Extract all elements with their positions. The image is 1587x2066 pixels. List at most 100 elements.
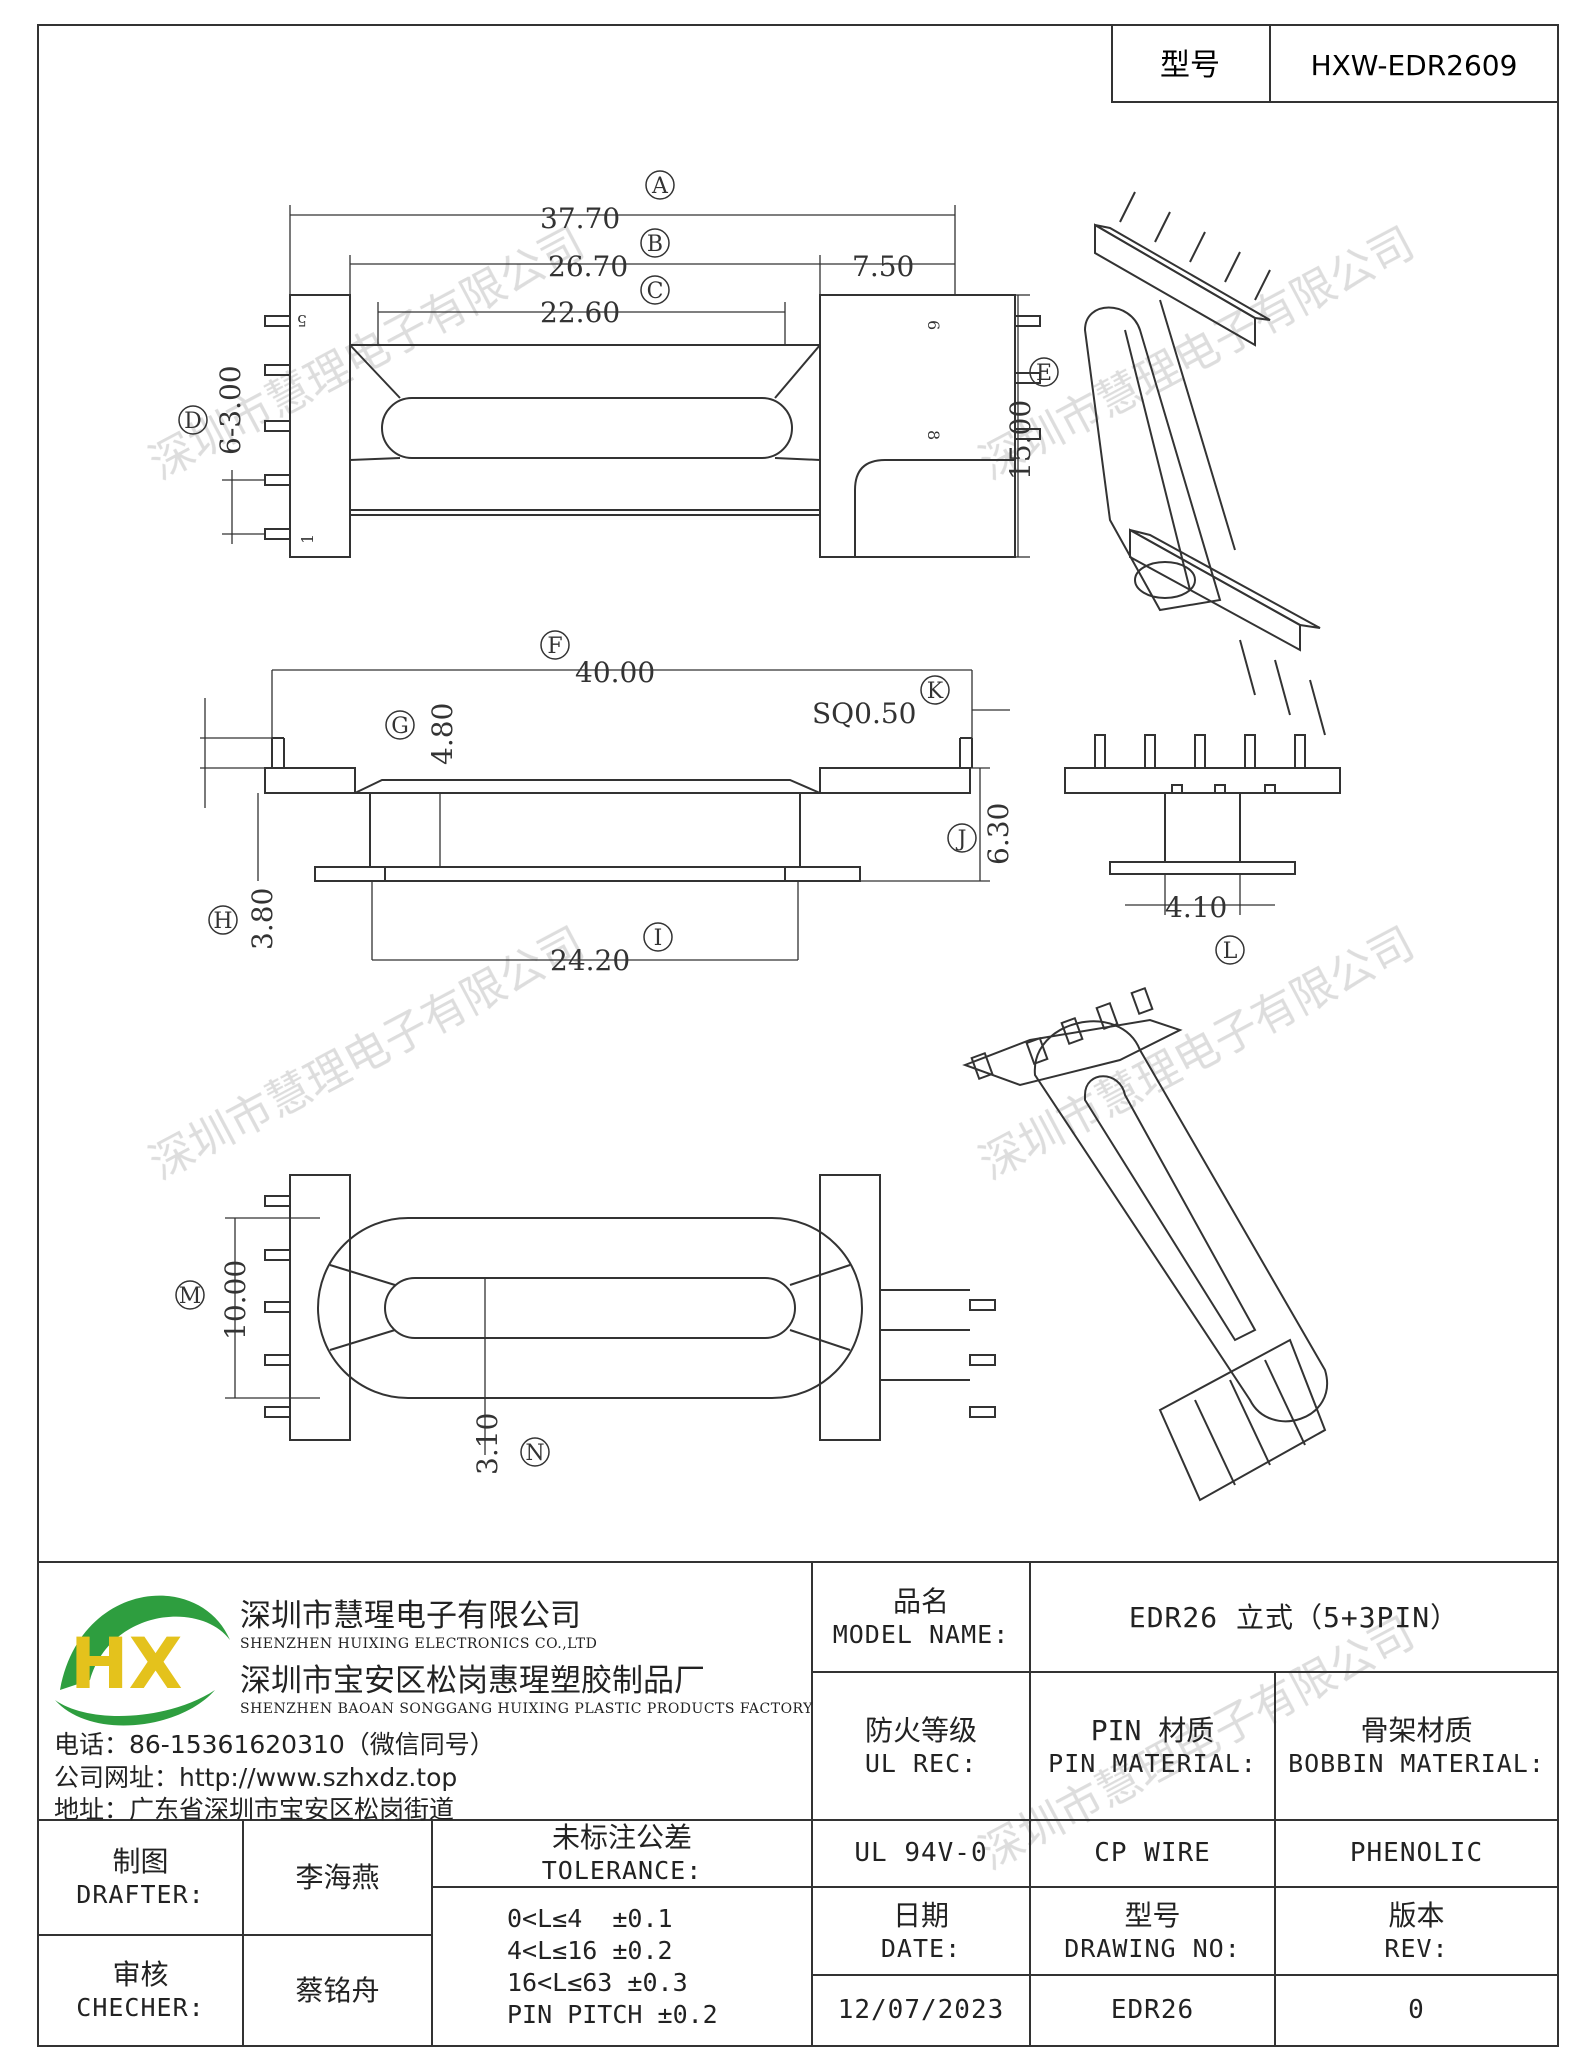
end-view: [1064, 734, 1341, 875]
svg-text:I: I: [654, 926, 663, 951]
ul-rec-label: 防火等级 UL REC:: [864, 1713, 978, 1778]
callout-C: C: [640, 275, 670, 305]
pin-material-value: CP WIRE: [1094, 1838, 1211, 1869]
title-block-grid: [38, 1561, 1558, 2046]
callout-E: E: [1029, 357, 1059, 387]
top-view-dim-text: 37.70 26.70 7.50 22.60 15.00 6-3.00: [214, 202, 1037, 480]
checker-name: 蔡铭舟: [295, 1974, 380, 2007]
callout-J: J: [947, 823, 977, 853]
dim-B: 26.70: [548, 250, 628, 283]
svg-text:F: F: [547, 634, 562, 659]
callout-L: L: [1215, 935, 1245, 965]
svg-text:D: D: [184, 409, 202, 434]
rev-label: 版本 REV:: [1384, 1898, 1449, 1963]
dim-N: 3.10: [471, 1413, 504, 1475]
isometric-view-bottom: [962, 986, 1328, 1502]
header-model-label: 型号: [1160, 48, 1220, 83]
svg-text:L: L: [1223, 939, 1238, 964]
bobbin-material-label: 骨架材质 BOBBIN MATERIAL:: [1288, 1713, 1545, 1778]
callout-N: N: [520, 1437, 550, 1467]
date-value: 12/07/2023: [837, 1995, 1005, 2026]
side-view-dim-text: 40.00 SQ0.50 4.80 3.80 24.20 6.30: [246, 656, 1015, 977]
pin-material-label: PIN 材质 PIN MATERIAL:: [1048, 1713, 1257, 1778]
callout-H: H: [208, 905, 238, 935]
company-logo: HX: [55, 1595, 230, 1726]
side-view-dimensions: [200, 669, 1010, 961]
top-view: [264, 294, 1041, 558]
svg-text:K: K: [927, 679, 944, 704]
rev-value: 0: [1408, 1995, 1425, 2026]
callout-M: M: [175, 1280, 205, 1310]
pin-labels: 5 1 6 8: [297, 311, 943, 544]
dim-B2: 7.50: [852, 250, 914, 283]
dim-G: 4.80: [426, 703, 459, 765]
tolerance-row: 16<L≤63 ±0.3: [507, 1967, 688, 1997]
logo-text: HX: [70, 1623, 183, 1705]
date-label: 日期 DATE:: [880, 1898, 962, 1963]
callout-I: I: [643, 922, 673, 952]
bottom-view-dim-text: 10.00 3.10: [219, 1260, 504, 1475]
factory-name-en: SHENZHEN BAOAN SONGGANG HUIXING PLASTIC …: [240, 1701, 813, 1717]
dim-J: 6.30: [982, 803, 1015, 865]
svg-text:B: B: [647, 232, 663, 257]
dim-C: 22.60: [540, 296, 620, 329]
svg-text:E: E: [1036, 361, 1052, 386]
tolerance-row: 0<L≤4 ±0.1: [507, 1903, 673, 1933]
bobbin-material-value: PHENOLIC: [1349, 1838, 1484, 1869]
watermark-text: 深圳市慧理电子有限公司: [141, 917, 592, 1189]
callouts: A B C D E F G H I J K L M N: [175, 170, 1245, 1467]
pin-label-6: 6: [924, 320, 943, 330]
bottom-view-dimensions: [225, 1217, 486, 1455]
dim-M: 10.00: [219, 1260, 252, 1340]
isometric-view-top: [1083, 191, 1326, 736]
model-name-label: 品名 MODEL NAME:: [832, 1584, 1010, 1649]
svg-text:C: C: [647, 279, 664, 304]
svg-text:J: J: [956, 827, 967, 852]
sheet-border: [37, 24, 1559, 2047]
callout-K: K: [920, 675, 950, 705]
model-name-value: EDR26 立式（5+3PIN）: [1128, 1600, 1460, 1634]
callout-F: F: [540, 630, 570, 660]
drawing-no-label: 型号 DRAWING NO:: [1064, 1898, 1241, 1963]
factory-name-cn: 深圳市宝安区松岗惠瑆塑胶制品厂: [240, 1663, 705, 1699]
dim-D: 6-3.00: [214, 365, 247, 455]
callout-D: D: [178, 405, 208, 435]
pin-label-1: 1: [298, 534, 317, 544]
pin-label-8: 8: [924, 430, 943, 440]
top-view-dimensions: [222, 205, 1030, 558]
dim-L: 4.10: [1165, 891, 1227, 924]
dim-H: 3.80: [246, 888, 279, 950]
watermark-text: 深圳市慧理电子有限公司: [971, 217, 1422, 489]
company-website: 公司网址：http://www.szhxdz.top: [54, 1763, 458, 1792]
dim-K: SQ0.50: [812, 697, 916, 730]
watermark-text: 深圳市慧理电子有限公司: [141, 217, 592, 489]
end-view-dimensions: [1125, 874, 1275, 915]
dim-E: 15.00: [1004, 400, 1037, 480]
callout-A: A: [645, 170, 675, 200]
company-phone: 电话：86-15361620310（微信同号）: [54, 1730, 495, 1759]
svg-text:H: H: [213, 909, 232, 934]
company-name-cn: 深圳市慧瑆电子有限公司: [240, 1598, 581, 1634]
svg-text:A: A: [651, 174, 669, 199]
drafter-name: 李海燕: [295, 1861, 380, 1894]
svg-text:M: M: [179, 1284, 202, 1309]
tolerance-label: 未标注公差 TOLERANCE:: [541, 1821, 703, 1886]
callout-B: B: [640, 228, 670, 258]
side-view: [264, 737, 973, 882]
company-name-en: SHENZHEN HUIXING ELECTRONICS CO.,LTD: [240, 1636, 598, 1652]
header-model-value: HXW-EDR2609: [1311, 49, 1518, 82]
tolerance-row: 4<L≤16 ±0.2: [507, 1935, 673, 1965]
svg-text:G: G: [391, 714, 409, 739]
svg-text:N: N: [525, 1441, 544, 1466]
callout-G: G: [385, 710, 415, 740]
dim-A: 37.70: [540, 202, 620, 235]
pin-label-5: 5: [297, 311, 307, 330]
tolerance-list: 0<L≤4 ±0.1 4<L≤16 ±0.2 16<L≤63 ±0.3 PIN …: [432, 1887, 812, 2046]
drawing-no-value: EDR26: [1110, 1995, 1195, 2026]
dim-F: 40.00: [575, 656, 655, 689]
drafter-label: 制图 DRAFTER:: [76, 1845, 205, 1910]
tolerance-row: PIN PITCH ±0.2: [507, 1999, 718, 2029]
ul-rec-value: UL 94V-0: [854, 1838, 988, 1869]
checker-label: 审核 CHECHER:: [76, 1958, 205, 2023]
